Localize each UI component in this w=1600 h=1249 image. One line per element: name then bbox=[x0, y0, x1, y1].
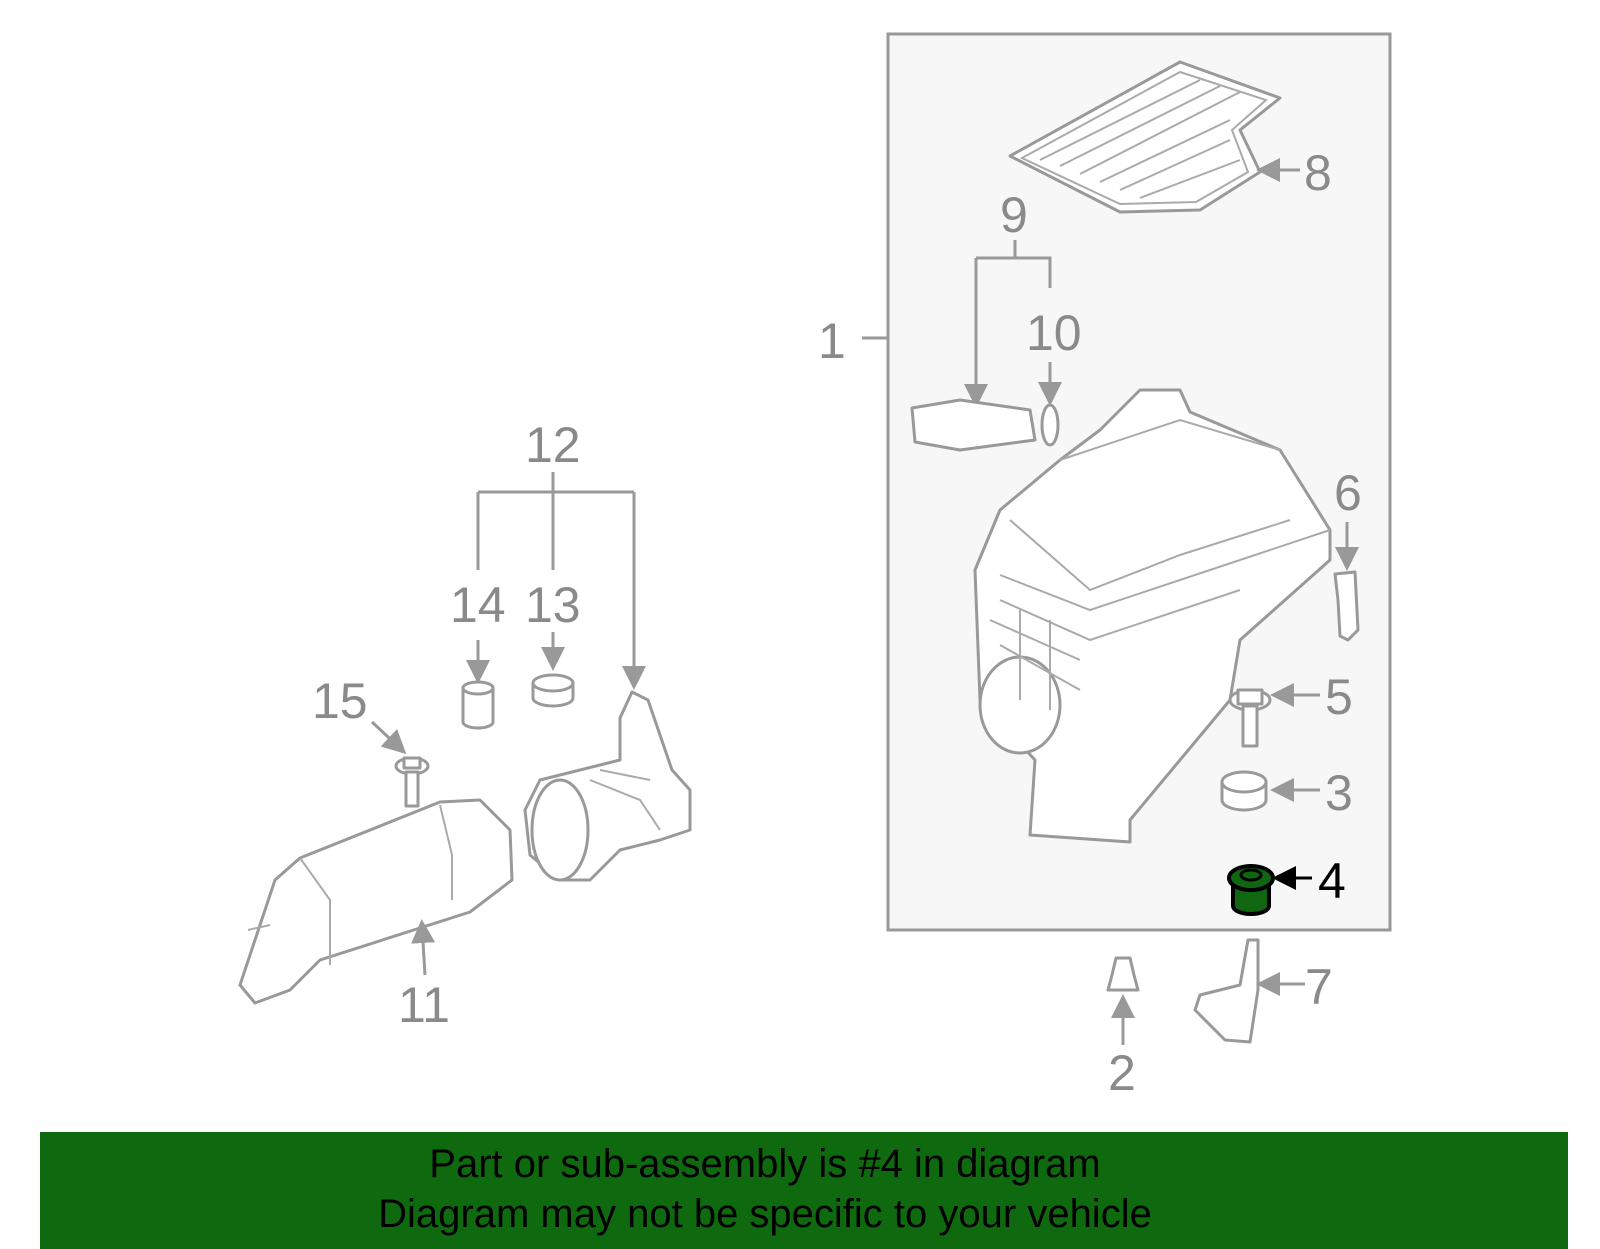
callout-3[interactable]: 3 bbox=[1325, 765, 1353, 821]
part-2-bushing[interactable] bbox=[1106, 956, 1140, 992]
callout-5[interactable]: 5 bbox=[1325, 669, 1353, 725]
part-9-mass-air-flow-sensor[interactable] bbox=[910, 398, 1060, 452]
part-5-bolt[interactable] bbox=[1228, 688, 1272, 748]
part-4-grommet-highlighted[interactable] bbox=[1227, 864, 1275, 916]
part-12-air-duct[interactable] bbox=[523, 690, 692, 882]
info-banner: Part or sub-assembly is #4 in diagram Di… bbox=[40, 1132, 1568, 1249]
part-15-bolt[interactable] bbox=[394, 756, 430, 808]
part-7-bracket[interactable] bbox=[1193, 938, 1260, 1044]
part-3-grommet[interactable] bbox=[1220, 770, 1268, 812]
part-6-clip[interactable] bbox=[1333, 570, 1360, 642]
banner-line-disclaimer: Diagram may not be specific to your vehi… bbox=[378, 1192, 1152, 1236]
part-8-air-filter[interactable] bbox=[1008, 60, 1300, 214]
callout-14[interactable]: 14 bbox=[450, 577, 506, 633]
callout-7[interactable]: 7 bbox=[1305, 959, 1333, 1015]
part-14-sleeve[interactable] bbox=[461, 680, 495, 730]
callout-4[interactable]: 4 bbox=[1318, 853, 1346, 909]
callout-13[interactable]: 13 bbox=[525, 577, 581, 633]
part-11-intake-duct[interactable] bbox=[238, 798, 514, 1005]
callout-1[interactable]: 1 bbox=[818, 313, 846, 369]
callout-2[interactable]: 2 bbox=[1108, 1045, 1136, 1101]
callout-15[interactable]: 15 bbox=[312, 673, 368, 729]
callout-8[interactable]: 8 bbox=[1304, 145, 1332, 201]
air-cleaner-housing[interactable] bbox=[973, 388, 1332, 844]
callout-12[interactable]: 12 bbox=[525, 417, 581, 473]
callout-9[interactable]: 9 bbox=[1000, 187, 1028, 243]
callout-11[interactable]: 11 bbox=[398, 977, 450, 1033]
banner-line-part: Part or sub-assembly is #4 in diagram bbox=[429, 1142, 1101, 1186]
part-13-grommet[interactable] bbox=[531, 673, 575, 708]
callout-10[interactable]: 10 bbox=[1026, 305, 1082, 361]
callout-6[interactable]: 6 bbox=[1334, 465, 1362, 521]
